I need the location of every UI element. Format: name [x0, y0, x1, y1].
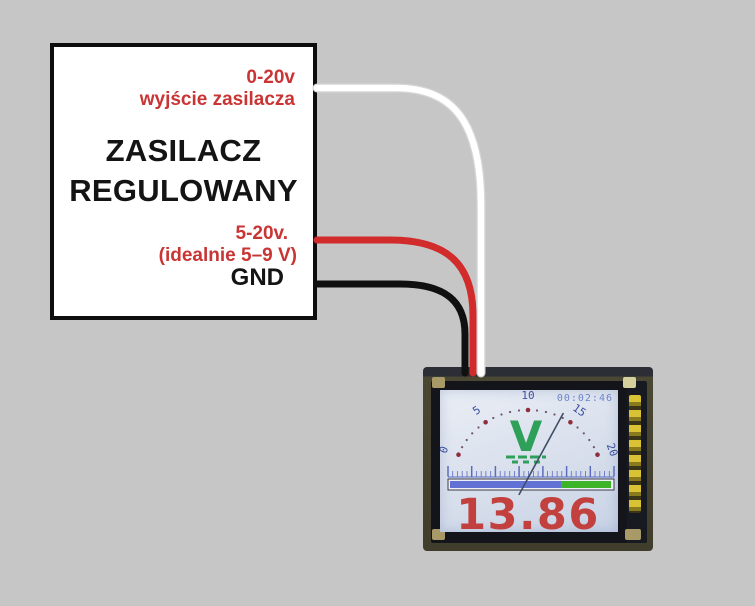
black-wire [313, 280, 469, 377]
minor-dot [500, 413, 503, 416]
elapsed-time: 00:02:46 [557, 393, 613, 404]
needle [518, 412, 565, 496]
vin-range-label: 5-20v. [235, 223, 288, 244]
minor-dot [471, 432, 474, 435]
scale-label-0: 0 [440, 444, 451, 455]
minor-dot [517, 409, 521, 412]
corner-mount-br [625, 529, 641, 540]
scale-label-20: 20 [604, 441, 618, 458]
white-wire-outline [312, 83, 486, 378]
minor-dot [588, 438, 591, 442]
major-dot [483, 420, 488, 425]
vin-caption-label: (idealnie 5–9 V) [158, 245, 297, 266]
power-supply-box: 0-20v wyjście zasilacza ZASILACZ REGULOW… [50, 43, 317, 320]
voltmeter-module: 00:02:46 0 5 10 15 20 V 13.86 [423, 367, 653, 551]
corner-mount-tl [432, 377, 445, 388]
minor-dot [553, 413, 556, 416]
minor-dot [492, 416, 495, 420]
supply-title-line2: REGULOWANY [69, 173, 298, 208]
minor-dot [509, 410, 512, 414]
supply-title-line1: ZASILACZ [105, 133, 262, 168]
output-caption-label: wyjście zasilacza [139, 89, 295, 110]
minor-dot [544, 410, 547, 414]
red-wire [313, 236, 477, 377]
minor-dot [561, 416, 564, 420]
scale-label-15: 15 [570, 401, 588, 419]
bar-rest-fill [561, 481, 611, 488]
major-dot [595, 452, 600, 457]
minor-dot [576, 426, 579, 429]
corner-mount-tr [623, 377, 636, 388]
value-readout: 13.86 [456, 490, 600, 532]
white-wire [313, 84, 485, 377]
major-dot [525, 407, 531, 413]
gnd-label: GND [230, 264, 284, 291]
scale-label-10: 10 [521, 390, 534, 402]
minor-dot [592, 446, 595, 449]
minor-dot [535, 409, 539, 412]
scale-label-5: 5 [470, 403, 483, 417]
major-dot [568, 420, 573, 425]
output-range-label: 0-20v [246, 67, 295, 88]
meter-screen: 00:02:46 0 5 10 15 20 V 13.86 [440, 390, 618, 532]
minor-dot [465, 438, 468, 442]
minor-dot [477, 426, 480, 429]
supply-title: ZASILACZ REGULOWANY [54, 131, 313, 211]
minor-dot [461, 446, 464, 449]
unit-symbol: V [510, 412, 543, 461]
gauge-canvas: 00:02:46 0 5 10 15 20 V 13.86 [440, 390, 618, 532]
minor-dot [582, 432, 585, 435]
pin-header [629, 395, 641, 513]
corner-mount-bl [432, 529, 445, 540]
bar-value-fill [450, 481, 562, 488]
major-dot [456, 452, 461, 457]
